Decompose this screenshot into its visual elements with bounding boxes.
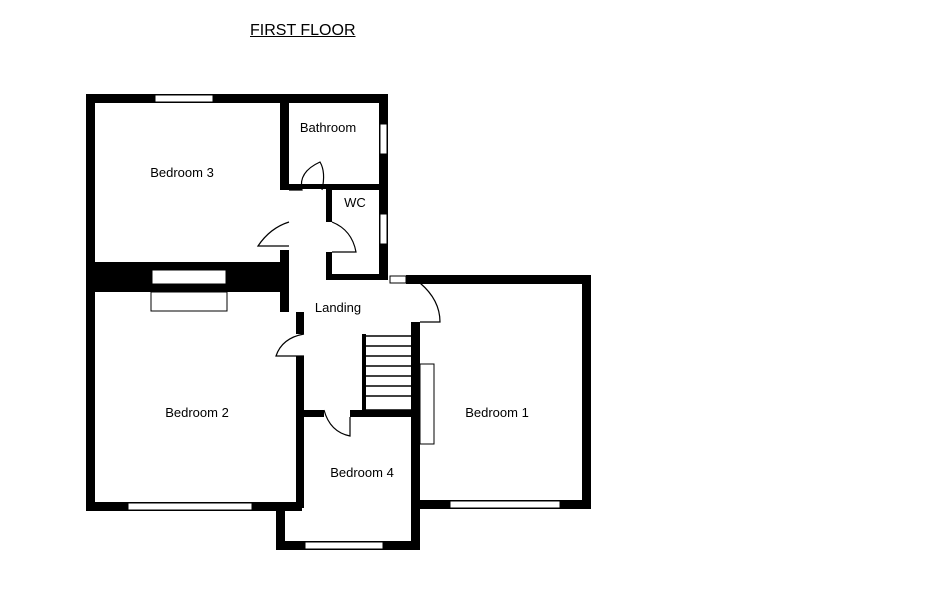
floor-title: FIRST FLOOR bbox=[250, 22, 356, 39]
window-bedroom1 bbox=[449, 500, 561, 509]
interior-walls bbox=[95, 94, 420, 510]
cupboard-bedroom1 bbox=[419, 363, 435, 445]
door-wc bbox=[331, 221, 357, 253]
label-bedroom2: Bedroom 2 bbox=[165, 405, 229, 420]
door-bedroom1 bbox=[419, 282, 441, 323]
label-landing: Landing bbox=[315, 300, 361, 315]
windows bbox=[127, 94, 561, 550]
window-landing bbox=[389, 275, 407, 284]
label-bathroom: Bathroom bbox=[300, 120, 356, 135]
window-bathroom bbox=[379, 123, 388, 155]
window-bedroom4 bbox=[304, 541, 384, 550]
door-bathroom bbox=[289, 161, 325, 191]
doors bbox=[256, 161, 441, 437]
label-bedroom1: Bedroom 1 bbox=[465, 405, 529, 420]
door-bedroom3 bbox=[256, 221, 290, 247]
cupboard-bedroom2 bbox=[150, 291, 228, 312]
window-bedroom2 bbox=[127, 502, 253, 511]
outer-walls bbox=[86, 94, 591, 550]
staircase bbox=[363, 335, 413, 411]
label-bedroom3: Bedroom 3 bbox=[150, 165, 214, 180]
label-wc: WC bbox=[344, 195, 366, 210]
window-bedroom3 bbox=[154, 94, 214, 103]
door-bedroom2 bbox=[275, 333, 305, 357]
door-bedroom4 bbox=[323, 409, 351, 437]
window-wc bbox=[379, 213, 388, 245]
label-bedroom4: Bedroom 4 bbox=[330, 465, 394, 480]
opening-bedroom3 bbox=[151, 269, 227, 285]
